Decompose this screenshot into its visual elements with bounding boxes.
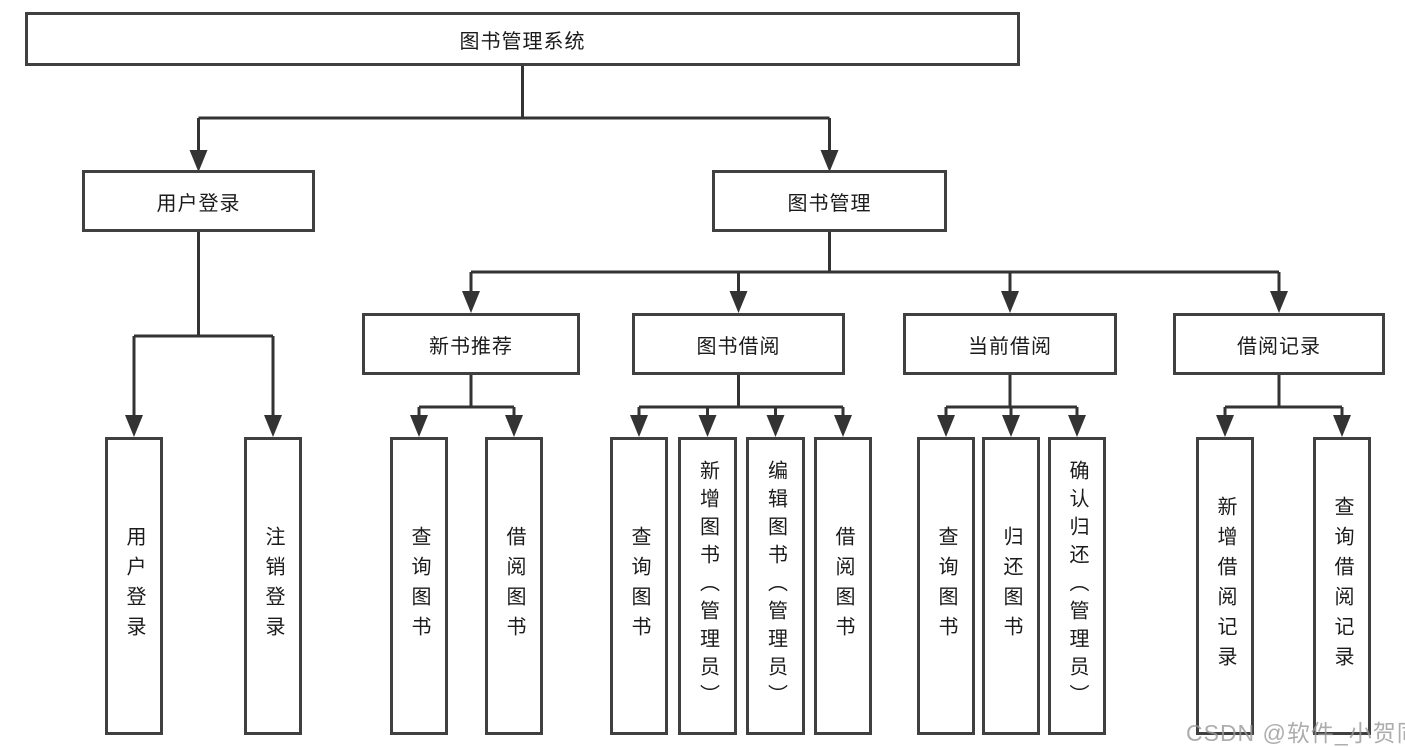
connector-book-management-groups (462, 232, 1288, 313)
connector-borrow-records-children (1216, 375, 1351, 437)
connector-user-login-children (125, 232, 282, 437)
node-label: 注销登录 (262, 526, 284, 646)
node-leaf-add-borrow-record: 新增借阅记录 (1196, 437, 1254, 735)
node-label: 查询借阅记录 (1331, 496, 1353, 676)
connector-book-borrow-children (630, 375, 852, 437)
node-book-borrow: 图书借阅 (632, 313, 845, 375)
node-label: 新增借阅记录 (1214, 496, 1236, 676)
node-label: 编辑图书（管理员） (764, 460, 787, 712)
node-label: 查询图书 (408, 526, 430, 646)
node-label: 确认归还（管理员） (1066, 460, 1088, 712)
node-user-login: 用户登录 (82, 170, 315, 232)
connector-current-borrow-children (937, 375, 1086, 437)
node-book-management: 图书管理 (712, 170, 947, 232)
node-label: 用户登录 (156, 192, 241, 215)
node-leaf-query-books: 查询图书 (390, 437, 448, 735)
node-leaf-borrow-books: 借阅图书 (814, 437, 872, 735)
connector-root-to-level2 (189, 66, 839, 172)
node-leaf-add-books-admin: 新增图书（管理员） (678, 437, 737, 735)
node-leaf-query-borrow-record: 查询借阅记录 (1313, 437, 1371, 735)
node-leaf-confirm-return-admin: 确认归还（管理员） (1048, 437, 1106, 735)
node-new-book-recommend: 新书推荐 (362, 313, 580, 375)
node-current-borrow: 当前借阅 (903, 313, 1117, 375)
csdn-watermark: CSDN @软件_小贺同学 (1186, 720, 1405, 746)
node-label: 当前借阅 (968, 335, 1052, 358)
node-borrow-records: 借阅记录 (1173, 313, 1385, 375)
node-label: 图书管理 (787, 192, 872, 215)
connector-new-book-recommend-children (410, 375, 523, 437)
node-label: 借阅图书 (832, 526, 854, 646)
node-leaf-user-login: 用户登录 (105, 437, 163, 735)
node-leaf-logout: 注销登录 (244, 437, 302, 735)
node-leaf-borrow-books: 借阅图书 (485, 437, 543, 735)
node-label: 图书借阅 (696, 335, 781, 358)
node-leaf-query-books: 查询图书 (610, 437, 668, 735)
node-leaf-query-books: 查询图书 (917, 437, 975, 735)
node-label: 借阅记录 (1237, 335, 1321, 358)
node-label: 图书管理系统 (459, 30, 586, 53)
node-label: 借阅图书 (503, 526, 525, 646)
node-leaf-edit-books-admin: 编辑图书（管理员） (746, 437, 805, 735)
node-label: 查询图书 (628, 526, 650, 646)
node-label: 归还图书 (1000, 526, 1022, 646)
node-label: 新增图书（管理员） (696, 460, 719, 712)
node-leaf-return-books: 归还图书 (982, 437, 1040, 735)
node-label: 查询图书 (935, 526, 957, 646)
node-label: 新书推荐 (429, 335, 513, 358)
node-label: 用户登录 (123, 526, 145, 646)
node-library-management-system: 图书管理系统 (25, 12, 1020, 66)
